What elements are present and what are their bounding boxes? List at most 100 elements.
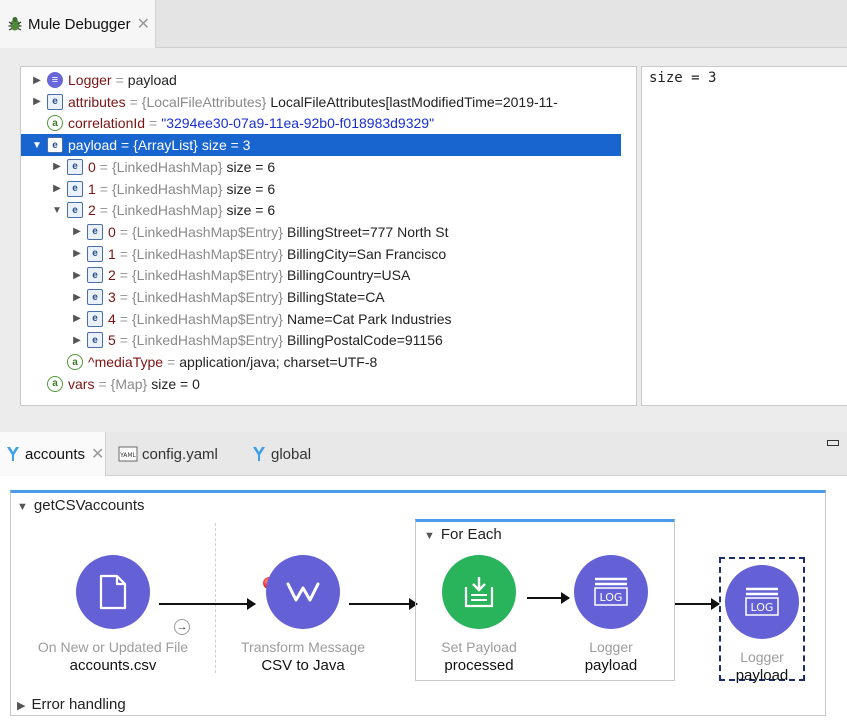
expand-triangle-icon[interactable]: ▶	[73, 313, 81, 325]
tree-key: 2	[108, 267, 116, 284]
tree-type: {LinkedHashMap$Entry}	[131, 223, 283, 240]
file-icon	[99, 574, 127, 610]
collapse-triangle-icon[interactable]: ▼	[17, 501, 28, 513]
set-payload-icon-circle	[442, 555, 516, 629]
expand-triangle-icon[interactable]: ▶	[73, 226, 81, 238]
expand-triangle-icon[interactable]: ▶	[73, 248, 81, 260]
tree-row[interactable]: a^mediaType=application/java; charset=UT…	[21, 351, 621, 373]
yaml-icon: YAML	[118, 446, 138, 462]
flow-header[interactable]: ▼ getCSVaccounts	[17, 497, 145, 514]
tab-config-yaml[interactable]: YAML config.yaml	[118, 432, 218, 476]
log-icon: LOG	[745, 587, 779, 616]
flow-arrow	[675, 598, 720, 610]
minimize-button[interactable]	[827, 440, 839, 446]
bug-icon	[8, 17, 22, 31]
flow-canvas[interactable]: ▼ getCSVaccounts → On New or Updated File…	[0, 476, 847, 722]
node-type-label: On New or Updated File	[37, 639, 189, 655]
log-icon: LOG	[594, 577, 628, 606]
transform-message-node[interactable]: Transform Message CSV to Java	[223, 555, 383, 674]
flow-container[interactable]: ▼ getCSVaccounts → On New or Updated File…	[10, 490, 826, 716]
flow-arrow	[349, 598, 418, 610]
for-each-scope[interactable]: ▼For Each	[415, 519, 675, 681]
tree-key: payload	[68, 137, 118, 154]
tree-key: 4	[108, 310, 116, 327]
collapse-triangle-icon[interactable]: ▼	[52, 204, 62, 216]
error-handling-label: Error handling	[31, 696, 126, 713]
equals-sign: =	[99, 180, 108, 197]
tab-accounts[interactable]: accounts ✕	[0, 432, 106, 476]
tree-value: BillingCity=San Francisco	[286, 245, 447, 262]
expand-triangle-icon[interactable]: ▶	[53, 183, 61, 194]
set-payload-node[interactable]: Set Payload processed	[399, 555, 559, 674]
tree-key: Logger	[68, 72, 112, 88]
tree-type: {LinkedHashMap$Entry}	[131, 310, 283, 327]
current-breakpoint-highlight	[719, 557, 805, 681]
tab-global[interactable]: global	[250, 432, 311, 476]
tab-label: config.yaml	[142, 445, 218, 463]
collapse-triangle-icon[interactable]: ▼	[32, 139, 42, 151]
equals-sign: =	[119, 289, 128, 305]
expand-triangle-icon[interactable]: ▶	[53, 161, 61, 173]
tree-value: payload	[127, 72, 177, 88]
expand-triangle-icon[interactable]: ▶	[73, 269, 81, 281]
tree-type: {LinkedHashMap$Entry}	[131, 332, 283, 349]
close-icon[interactable]: ✕	[136, 16, 150, 33]
tree-value: BillingPostalCode=91156	[286, 332, 443, 349]
element-icon: e	[47, 93, 63, 110]
tree-value: size = 0	[151, 375, 200, 392]
expand-triangle-icon[interactable]: ▶	[17, 700, 26, 712]
file-listener-node[interactable]: → On New or Updated File accounts.csv	[33, 555, 193, 674]
expand-triangle-icon[interactable]: ▶	[73, 334, 81, 346]
tree-row[interactable]: ▶≡Logger=payload	[21, 69, 621, 91]
node-type-label: Set Payload	[441, 639, 517, 655]
tree-value: size = 6	[226, 158, 276, 175]
close-icon[interactable]: ✕	[91, 446, 105, 463]
log-text: LOG	[600, 591, 623, 604]
tree-key: 3	[108, 289, 116, 305]
logger-node[interactable]: LOG Logger payload	[531, 555, 691, 674]
collapse-triangle-icon[interactable]: ▼	[424, 530, 435, 542]
logger-processor-icon: ≡	[47, 72, 63, 88]
equals-sign: =	[119, 310, 128, 327]
tree-key: 0	[88, 158, 96, 175]
equals-sign: =	[119, 223, 128, 240]
error-handling-header[interactable]: ▶ Error handling	[17, 696, 126, 713]
for-each-header[interactable]: ▼For Each	[424, 526, 502, 543]
logger-node-selected[interactable]: LOG Logger payload	[682, 565, 842, 684]
tree-type: {ArrayList}	[133, 137, 198, 154]
logger-icon-circle: LOG	[725, 565, 799, 639]
element-icon: e	[87, 310, 103, 327]
node-name: payload	[584, 657, 638, 674]
tab-label: global	[271, 445, 312, 463]
tab-title: Mule Debugger	[28, 15, 131, 33]
expand-triangle-icon[interactable]: ▶	[33, 74, 41, 86]
detail-value: size = 3	[649, 70, 717, 86]
value-detail-pane[interactable]: size = 3	[641, 66, 847, 406]
dataweave-icon	[286, 582, 320, 602]
mule-icon	[7, 447, 19, 461]
tree-type: {Map}	[110, 375, 148, 392]
tab-mule-debugger[interactable]: Mule Debugger ✕	[0, 0, 156, 48]
tree-key: 1	[108, 245, 116, 262]
tree-key: attributes	[68, 93, 126, 110]
expand-triangle-icon[interactable]: ▶	[33, 96, 41, 108]
expand-triangle-icon[interactable]: ▶	[73, 291, 81, 303]
flow-name: getCSVaccounts	[33, 497, 145, 514]
log-text: LOG	[751, 601, 774, 614]
tree-key: vars	[68, 375, 95, 392]
tree-type: {LinkedHashMap}	[111, 180, 223, 197]
